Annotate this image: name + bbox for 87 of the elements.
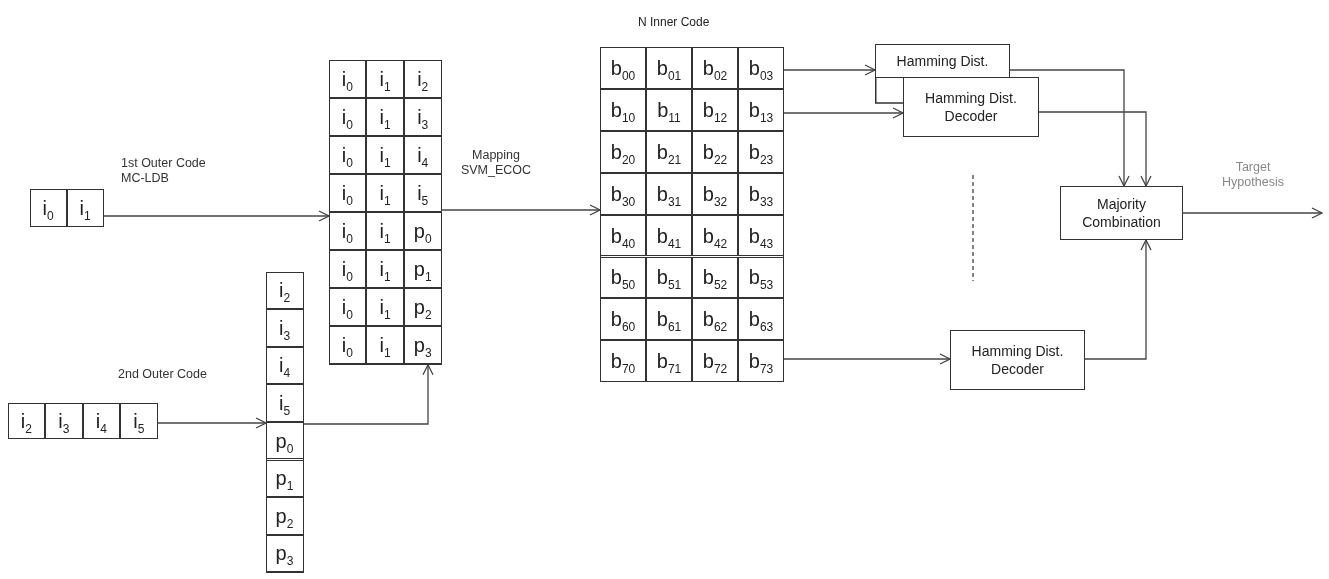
code-symbol-cell: b$_{60}$ xyxy=(600,298,646,341)
arrow xyxy=(783,353,951,365)
box-label: Hamming Dist. xyxy=(896,52,989,71)
code-symbol-cell: i$_{5}$ xyxy=(403,173,442,212)
code-symbol-cell: b$_{20}$ xyxy=(600,130,646,173)
arrow xyxy=(1009,69,1130,187)
code-symbol-cell: b$_{50}$ xyxy=(600,256,646,299)
code-symbol-cell: i$_{0}$ xyxy=(328,211,367,250)
code-symbol-cell: i$_{0}$ xyxy=(328,59,367,98)
arrow xyxy=(783,107,904,119)
code-symbol-cell: b$_{01}$ xyxy=(646,47,692,89)
code-symbol-cell: b$_{13}$ xyxy=(738,88,784,131)
code-symbol-cell: b$_{31}$ xyxy=(646,172,692,215)
code-symbol-cell: b$_{52}$ xyxy=(692,256,738,299)
code-symbol-cell: i$_{1}$ xyxy=(366,173,404,212)
code-symbol-cell: b$_{11}$ xyxy=(646,88,692,131)
code-symbol-cell: b$_{71}$ xyxy=(646,340,692,383)
code-symbol-cell: i$_{0}$ xyxy=(328,288,367,327)
code-symbol-cell: b$_{22}$ xyxy=(692,130,738,173)
code-symbol-cell: p$_{2}$ xyxy=(265,497,304,535)
code-symbol-cell: b$_{51}$ xyxy=(646,256,692,299)
code-symbol-cell: b$_{12}$ xyxy=(692,88,738,131)
box-label: Hamming Dist. Decoder xyxy=(924,88,1018,126)
code-symbol-cell: i$_{1}$ xyxy=(366,326,404,365)
code-symbol-cell: b$_{30}$ xyxy=(600,172,646,215)
arrow xyxy=(103,210,330,222)
code-symbol-cell: i$_{3}$ xyxy=(403,97,442,136)
code-symbol-cell: p$_{1}$ xyxy=(265,459,304,498)
code-symbol-cell: i$_{5}$ xyxy=(265,384,304,422)
code-symbol-cell: b$_{23}$ xyxy=(738,130,784,173)
code-symbol-cell: i$_{0}$ xyxy=(328,135,367,174)
code-symbol-cell: b$_{33}$ xyxy=(738,172,784,215)
code-symbol-cell: b$_{62}$ xyxy=(692,298,738,341)
code-symbol-cell: b$_{02}$ xyxy=(692,47,738,89)
code-table xyxy=(266,272,304,573)
code-symbol-cell: i$_{1}$ xyxy=(366,59,404,98)
arrow xyxy=(441,204,601,216)
arrow xyxy=(1182,207,1323,219)
decoder-box xyxy=(875,44,1010,78)
code-table xyxy=(329,60,443,365)
code-symbol-cell: i$_{1}$ xyxy=(366,135,404,174)
code-symbol-cell: b$_{40}$ xyxy=(600,214,646,257)
code-symbol-cell: p$_{0}$ xyxy=(403,211,442,250)
arrow xyxy=(783,64,876,76)
code-symbol-cell: i$_{2}$ xyxy=(403,59,442,98)
code-symbol-cell: i$_{4}$ xyxy=(403,135,442,174)
code-symbol-cell: i$_{0}$ xyxy=(328,326,367,365)
code-symbol-cell: b$_{43}$ xyxy=(738,214,784,257)
code-symbol-cell: b$_{42}$ xyxy=(692,214,738,257)
code-symbol-cell: b$_{10}$ xyxy=(600,88,646,131)
arrow xyxy=(1038,111,1152,187)
code-symbol-cell: i$_{0}$ xyxy=(328,173,367,212)
code-symbol-cell: p$_{3}$ xyxy=(403,326,442,365)
box-label: Hamming Dist. Decoder xyxy=(970,341,1065,379)
code-symbol-cell: b$_{32}$ xyxy=(692,172,738,215)
code-symbol-cell: b$_{63}$ xyxy=(738,298,784,341)
arrow xyxy=(157,417,267,429)
decoder-box xyxy=(903,77,1039,137)
code-symbol-cell: p$_{2}$ xyxy=(403,288,442,327)
code-symbol-cell: i$_{4}$ xyxy=(82,402,120,439)
code-symbol-cell: b$_{21}$ xyxy=(646,130,692,173)
code-symbol-cell: i$_{3}$ xyxy=(265,309,304,347)
code-symbol-cell: b$_{73}$ xyxy=(738,340,784,383)
code-symbol-cell: i$_{1}$ xyxy=(366,288,404,327)
code-symbol-cell: b$_{61}$ xyxy=(646,298,692,341)
code-symbol-cell: b$_{70}$ xyxy=(600,340,646,383)
arrow xyxy=(1084,239,1152,360)
arrow xyxy=(303,364,434,425)
code-symbol-cell: b$_{00}$ xyxy=(600,47,646,89)
code-symbol-cell: i$_{1}$ xyxy=(366,97,404,136)
code-symbol-cell: b$_{53}$ xyxy=(738,256,784,299)
code-symbol-cell: p$_{1}$ xyxy=(403,250,442,289)
code-symbol-cell: b$_{72}$ xyxy=(692,340,738,383)
table-heading: N Inner Code xyxy=(638,15,710,29)
code-symbol-cell: i$_{4}$ xyxy=(265,346,304,385)
code-symbol-cell: i$_{1}$ xyxy=(366,211,404,250)
code-symbol-cell: i$_{1}$ xyxy=(366,250,404,289)
decoder-box xyxy=(950,330,1085,390)
code-symbol-cell: i$_{0}$ xyxy=(328,97,367,136)
code-symbol-cell: b$_{03}$ xyxy=(738,47,784,89)
box-label: Majority Combination xyxy=(1081,194,1162,232)
code-symbol-cell: b$_{41}$ xyxy=(646,214,692,257)
code-symbol-cell: p$_{3}$ xyxy=(265,534,304,573)
code-symbol-cell: i$_{3}$ xyxy=(45,402,83,439)
combiner-box xyxy=(1060,186,1183,240)
code-symbol-cell: p$_{0}$ xyxy=(265,421,304,460)
code-symbol-cell: i$_{0}$ xyxy=(328,250,367,289)
